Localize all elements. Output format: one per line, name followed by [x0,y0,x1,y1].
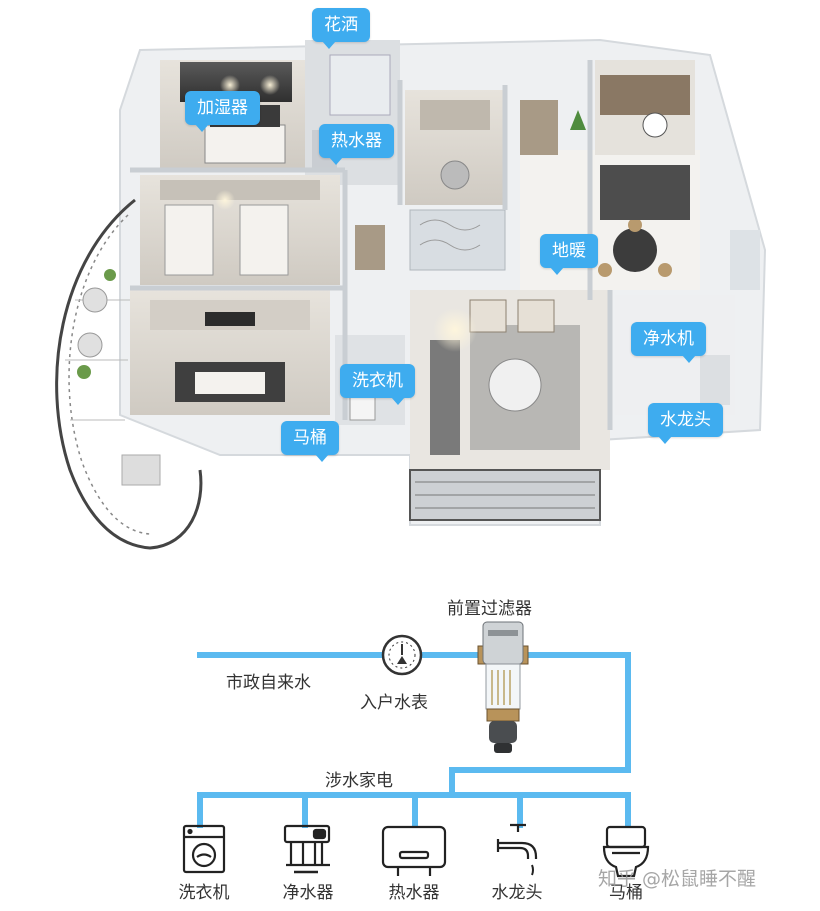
water-meter-label: 入户水表 [360,693,428,713]
tag-shower-label: 花洒 [324,15,358,35]
filter-outlet-pipe [449,652,631,798]
tag-faucet: 水龙头 [648,403,723,444]
tag-shower: 花洒 [312,8,370,49]
washing-machine-icon [182,824,226,874]
toilet-icon [602,825,650,878]
tag-washing-machine-label: 洗衣机 [352,371,403,391]
tag-humidifier-label: 加湿器 [197,98,248,118]
water-system-diagram [182,621,650,878]
tag-washing-machine: 洗衣机 [340,364,415,405]
tag-water-heater: 热水器 [319,124,394,165]
appliance-label-water-heater: 热水器 [388,883,440,903]
tag-water-purifier: 净水机 [631,322,706,363]
water-meter-icon [381,634,423,676]
tag-water-heater-label: 热水器 [331,131,382,151]
watermark: 知乎 @松鼠睡不醒 [598,868,757,890]
appliance-label-water-purifier: 净水器 [282,883,334,903]
tag-humidifier: 加湿器 [185,91,260,132]
appliance-label-washing-machine: 洗衣机 [178,883,230,903]
tag-toilet-label: 马桶 [293,428,327,448]
water-heater-icon [381,825,447,876]
water-purifier-icon [283,824,331,874]
municipal-water-label: 市政自来水 [226,673,311,693]
tag-faucet-label: 水龙头 [660,410,711,430]
appliance-label-toilet: 马桶 [609,883,643,903]
tag-floor-heating: 地暖 [540,234,598,275]
tag-toilet: 马桶 [281,421,339,462]
pre-filter-icon [477,621,529,753]
appliance-label-faucet: 水龙头 [491,883,543,903]
floor-plan-illustration [55,38,767,550]
pre-filter-label: 前置过滤器 [447,599,532,619]
tag-water-purifier-label: 净水机 [643,329,694,349]
tag-floor-heating-label: 地暖 [552,241,586,261]
appliances-title: 涉水家电 [325,771,393,791]
faucet-icon [496,823,538,876]
